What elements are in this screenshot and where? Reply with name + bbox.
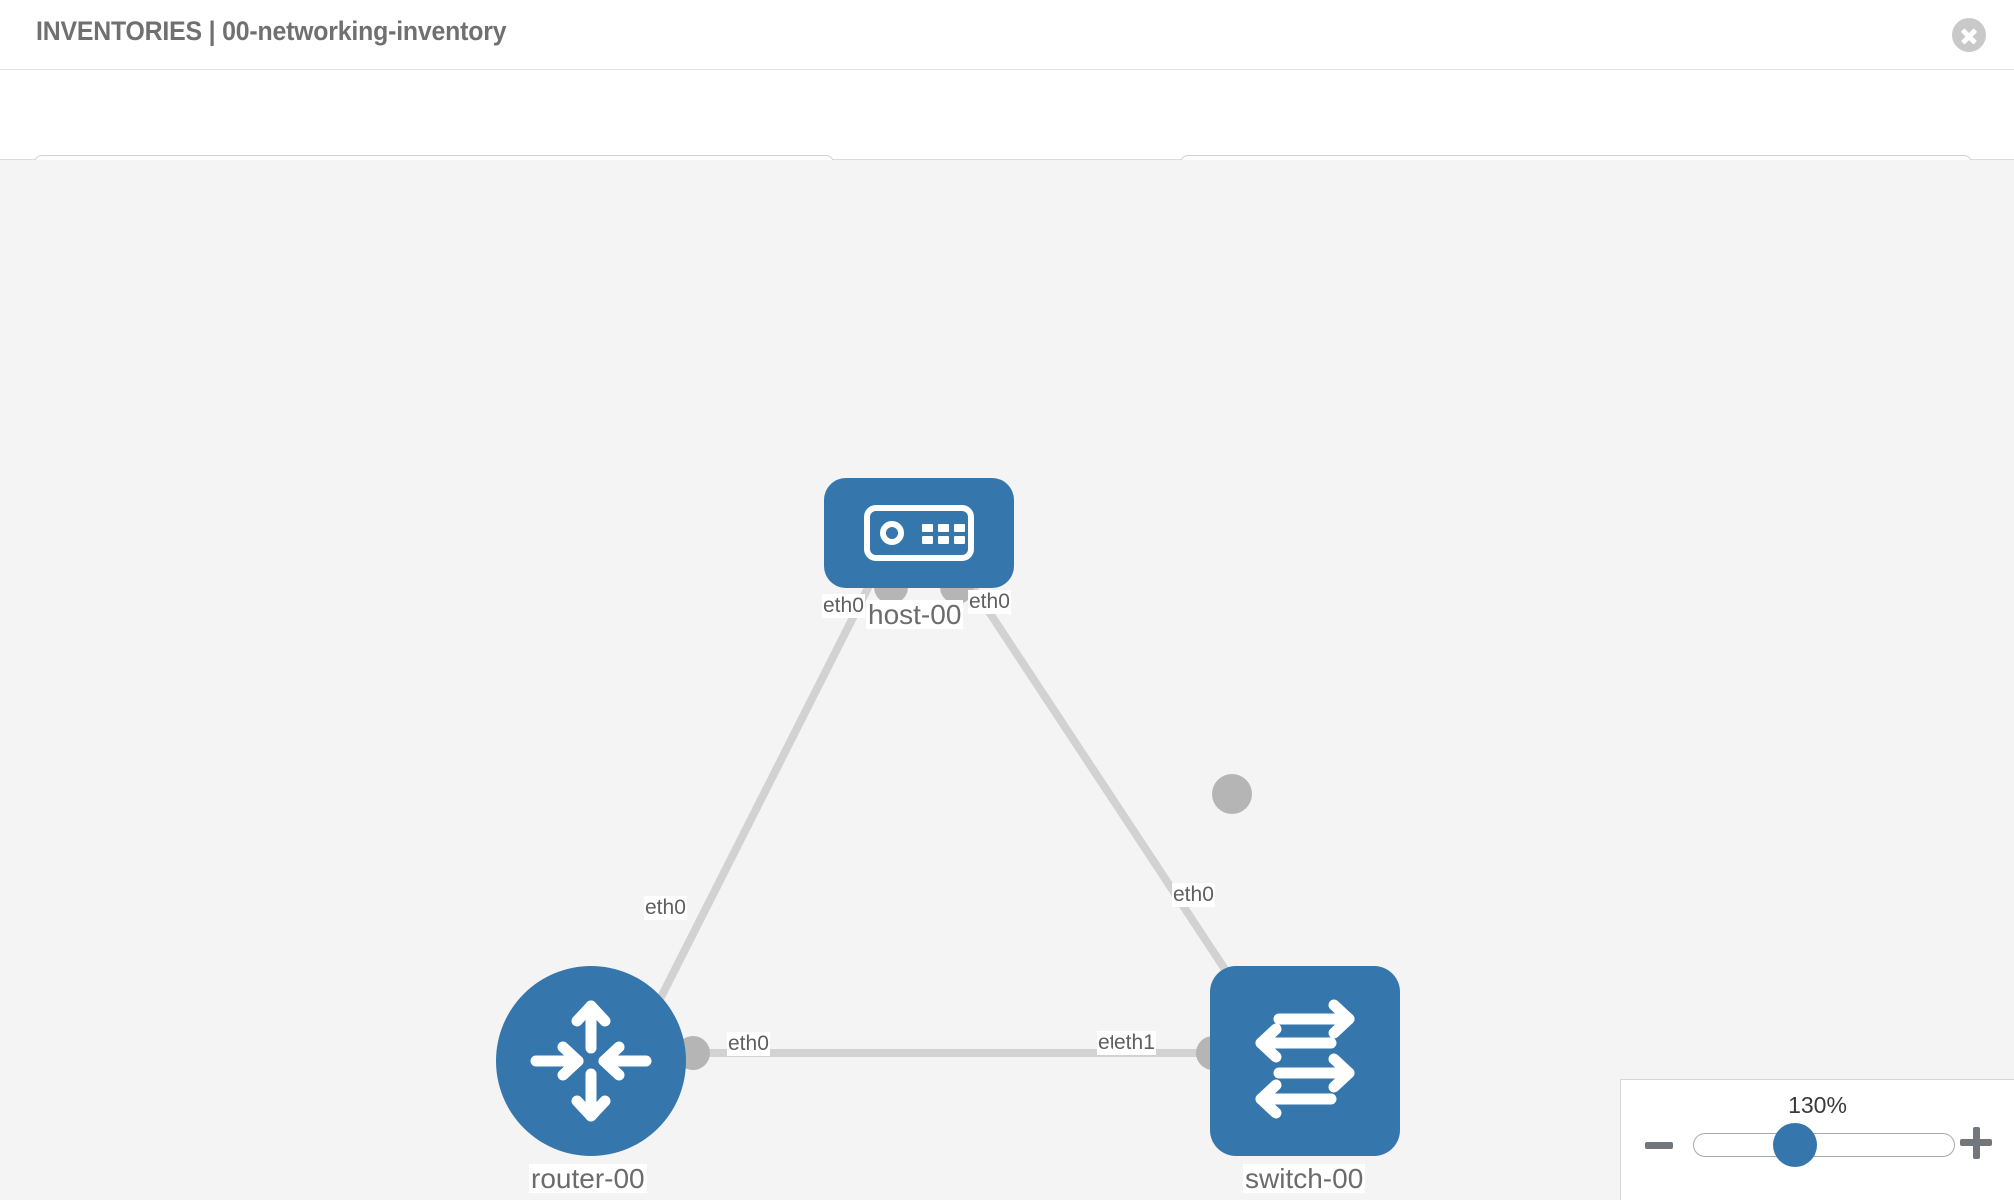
iface-label-router-up: eth0 bbox=[644, 896, 687, 921]
iface-label-host-left: eth0 bbox=[822, 594, 865, 619]
toolbar: ACTIONS SEARCH bbox=[0, 70, 2014, 211]
page-header: INVENTORIES | 00-networking-inventory bbox=[0, 0, 2014, 70]
iface-label-host-right: eth0 bbox=[968, 590, 1011, 615]
node-router-00[interactable]: router-00 bbox=[496, 966, 686, 1193]
switch-node-shape[interactable] bbox=[1210, 966, 1400, 1156]
host-node-shape[interactable] bbox=[824, 478, 1014, 588]
switch-arrows-icon bbox=[1255, 999, 1355, 1119]
zoom-out-button[interactable] bbox=[1645, 1131, 1673, 1159]
zoom-level-value: 130% bbox=[1788, 1092, 1847, 1118]
iface-label-switch-left: eth1 bbox=[1113, 1031, 1156, 1056]
edge-router-host bbox=[648, 578, 876, 1017]
zoom-slider-thumb[interactable] bbox=[1773, 1123, 1817, 1167]
iface-label-router-right: eth0 bbox=[727, 1032, 770, 1057]
zoom-slider-track[interactable] bbox=[1693, 1133, 1955, 1157]
edge-host-switch bbox=[964, 577, 1236, 983]
server-icon bbox=[864, 505, 974, 561]
node-label-router: router-00 bbox=[529, 1163, 647, 1194]
node-label-host: host-00 bbox=[866, 599, 964, 630]
topology-canvas[interactable]: host-00 bbox=[0, 160, 2014, 1200]
router-arrows-icon bbox=[530, 1000, 652, 1122]
node-host-00[interactable]: host-00 bbox=[824, 478, 1014, 629]
zoom-in-button[interactable] bbox=[1960, 1127, 1992, 1159]
topology-edges bbox=[648, 577, 1236, 1057]
connector-nub-switch-top[interactable] bbox=[1212, 774, 1252, 814]
router-node-shape[interactable] bbox=[496, 966, 686, 1156]
iface-label-switch-up: eth0 bbox=[1172, 883, 1215, 908]
node-switch-00[interactable]: switch-00 bbox=[1210, 966, 1400, 1193]
close-icon[interactable] bbox=[1952, 18, 1986, 52]
node-label-switch: switch-00 bbox=[1243, 1163, 1366, 1194]
zoom-panel: 130% bbox=[1620, 1079, 2014, 1200]
page-title: INVENTORIES | 00-networking-inventory bbox=[36, 16, 507, 46]
